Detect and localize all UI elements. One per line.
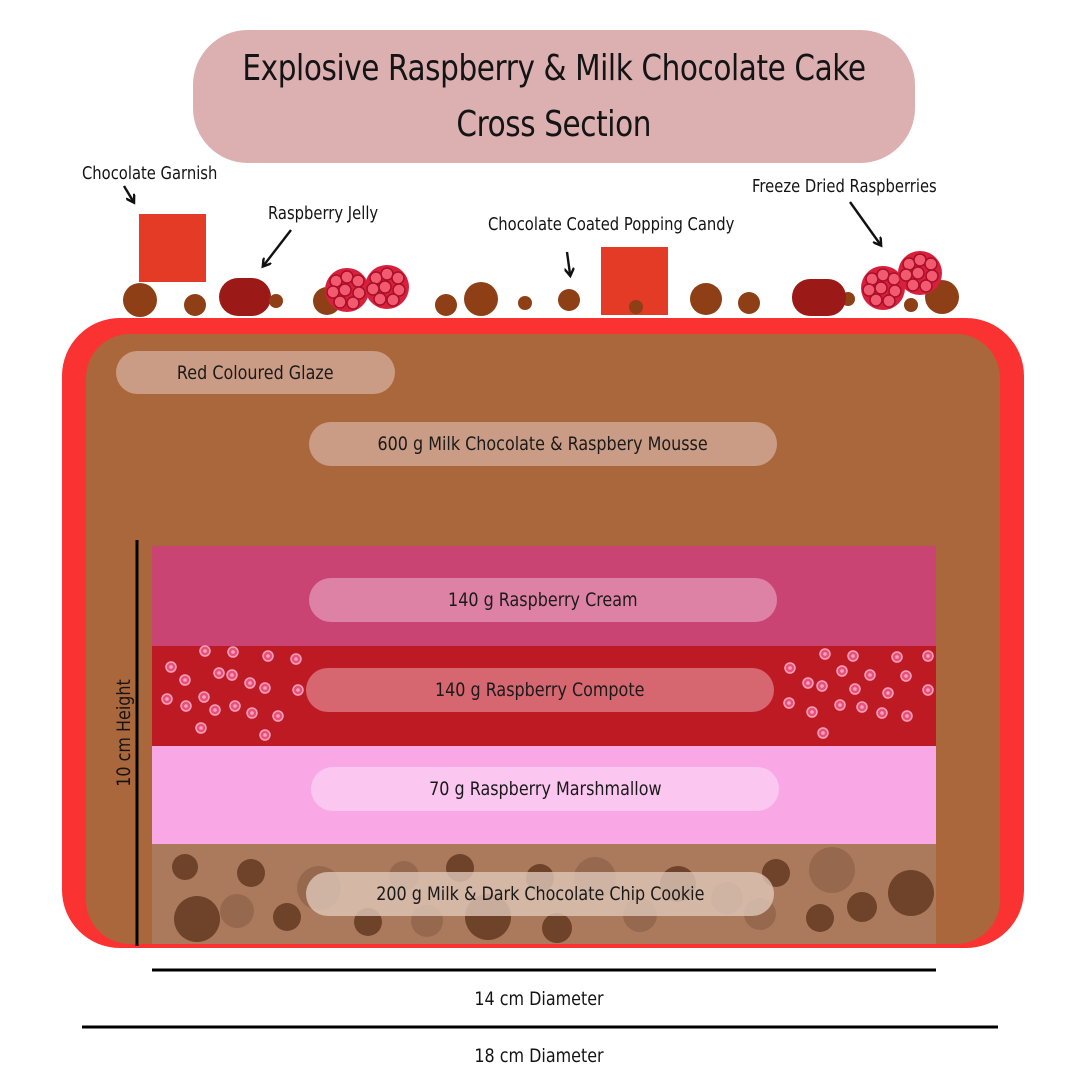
callout-chocolate-garnish: Chocolate Garnish (82, 163, 218, 184)
compote-label: 140 g Raspberry Compote (306, 668, 774, 712)
title-line-1: Explosive Raspberry & Milk Chocolate Cak… (242, 47, 866, 89)
callout-raspberry-jelly: Raspberry Jelly (268, 203, 379, 224)
cookie-label: 200 g Milk & Dark Chocolate Chip Cookie (306, 872, 774, 916)
title-line-2: Cross Section (456, 103, 652, 145)
jelly-arrow (264, 229, 292, 265)
raspberry-jelly-2 (792, 279, 846, 316)
callout-popping-candy: Chocolate Coated Popping Candy (488, 214, 735, 235)
garnish-arrow (122, 185, 133, 201)
raspberries-arrow (849, 201, 880, 244)
inner-diameter-label: 14 cm Diameter (474, 988, 604, 1010)
toppings (123, 214, 959, 317)
title-banner: Explosive Raspberry & Milk Chocolate Cak… (193, 30, 915, 163)
outer-diameter-label: 18 cm Diameter (474, 1045, 604, 1067)
chocolate-garnish-square-1 (139, 214, 206, 282)
raspberry-jelly-1 (219, 278, 271, 316)
height-label: 10 cm Height (113, 679, 136, 787)
candy-arrow (567, 251, 570, 274)
marshmallow-label: 70 g Raspberry Marshmallow (311, 767, 779, 811)
cream-label: 140 g Raspberry Cream (309, 578, 777, 622)
callout-freeze-dried-raspberries: Freeze Dried Raspberries (752, 176, 937, 197)
mousse-label: 600 g Milk Chocolate & Raspbery Mousse (309, 422, 777, 466)
glaze-label: Red Coloured Glaze (116, 351, 395, 394)
